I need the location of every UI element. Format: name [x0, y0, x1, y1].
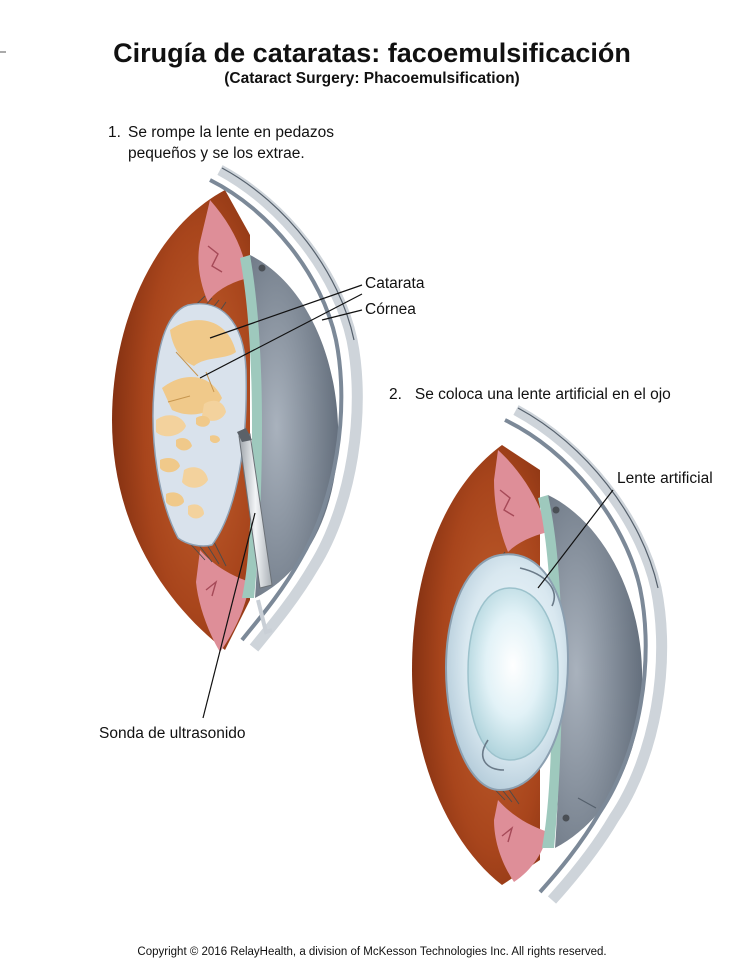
- eye-diagram-1: [112, 165, 363, 719]
- leader-lines-2: [537, 489, 614, 589]
- label-cataract: Catarata: [365, 275, 425, 292]
- ultrasound-probe: [237, 428, 273, 635]
- step-2-caption: 2. Se coloca una lente artificial en el …: [389, 384, 671, 405]
- eye-diagram-2: [412, 405, 668, 904]
- cataract-lens: [152, 303, 247, 547]
- page-subtitle: (Cataract Surgery: Phacoemulsification): [224, 70, 520, 87]
- leader-lines-1: [199, 284, 363, 719]
- page-title: Cirugía de cataratas: facoemulsificación: [113, 38, 631, 68]
- iris-tissue: [196, 200, 250, 652]
- cornea-rim: [209, 165, 363, 652]
- step-1-line-2: pequeños y se los extrae.: [128, 145, 305, 162]
- anterior-chamber: [538, 495, 643, 848]
- step-2-number: 2.: [389, 386, 402, 403]
- label-ultrasound-probe: Sonda de ultrasonido: [99, 725, 246, 742]
- step-1-number: 1.: [108, 124, 121, 141]
- cornea-rim: [504, 405, 668, 904]
- copyright-notice: Copyright © 2016 RelayHealth, a division…: [137, 946, 607, 958]
- label-artificial-lens: Lente artificial: [617, 470, 713, 487]
- label-cornea: Córnea: [365, 301, 416, 318]
- step-1-text: Se rompe la lente en pedazos pequeños y …: [128, 122, 334, 164]
- step-1-line-1: Se rompe la lente en pedazos: [128, 124, 334, 141]
- step-2-text: Se coloca una lente artificial en el ojo: [414, 386, 671, 403]
- iris-tissue: [494, 450, 548, 882]
- artificial-lens: [444, 553, 570, 792]
